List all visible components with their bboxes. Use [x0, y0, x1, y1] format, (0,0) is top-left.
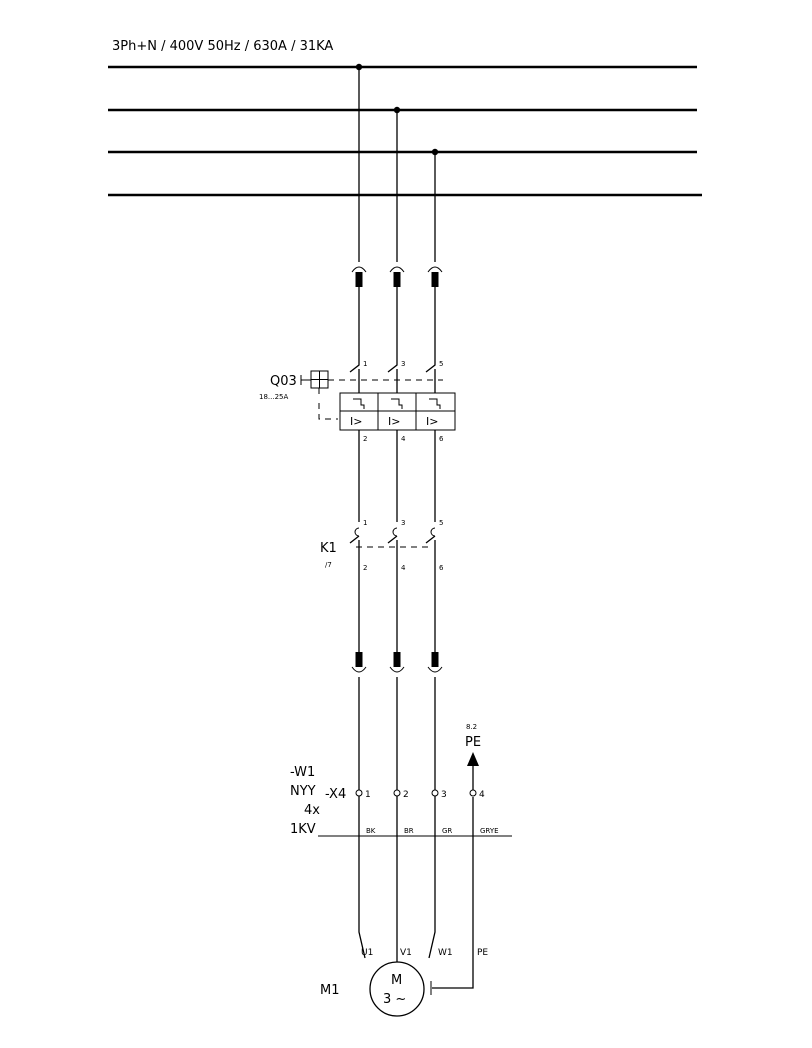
motor-terminal: PE	[477, 948, 488, 958]
pe-reference: 8.2 PE	[432, 723, 481, 989]
terminal-icon	[469, 789, 477, 797]
upper-connectors	[351, 266, 443, 287]
terminal-number: 3	[441, 790, 447, 800]
contactor-terminal-in: 5	[439, 519, 443, 527]
supply-label: 3Ph+N / 400V 50Hz / 630A / 31KA	[112, 39, 333, 54]
plug-icon	[393, 272, 401, 287]
breaker-terminal-in: 3	[401, 360, 405, 368]
manual-operator-icon	[300, 375, 311, 385]
plug-icon	[431, 272, 439, 287]
contactor-tag: K1	[320, 541, 337, 556]
breaker-terminal-out: 4	[401, 435, 406, 443]
cable-voltage: 1KV	[290, 822, 316, 837]
core-color: GRYE	[480, 827, 499, 835]
cable-type: NYY	[290, 784, 316, 799]
motor-terminal: W1	[438, 948, 453, 958]
arrow-up-icon	[467, 752, 479, 766]
cable-w1: -W1 NYY 4x 1KV BK BR GR GRYE	[290, 765, 512, 837]
core-color: BR	[404, 827, 414, 835]
terminal-icon	[431, 789, 439, 797]
contactor-terminal-out: 2	[363, 564, 367, 572]
busbars	[108, 63, 702, 197]
lower-connectors	[351, 652, 443, 673]
cable-cores: 4x	[304, 803, 320, 818]
plug-icon	[393, 652, 401, 667]
contactor-k1: 1 3 5 K1 /7 2 4 6	[320, 519, 444, 572]
motor-icon	[369, 961, 425, 1017]
plug-icon	[355, 272, 363, 287]
core-color: BK	[366, 827, 376, 835]
motor-terminal: V1	[400, 948, 412, 958]
terminal-strip-tag: -X4	[325, 787, 346, 802]
cable-tag: -W1	[290, 765, 315, 780]
motor-terminal: U1	[361, 948, 373, 958]
motor-m1: U1 V1 W1 PE M 3 ~ M1	[320, 948, 488, 1017]
pe-reference-page: 8.2	[466, 723, 477, 731]
contactor-reference: /7	[325, 561, 332, 569]
breaker-terminal-out: 2	[363, 435, 367, 443]
overcurrent-symbol: I>	[388, 415, 400, 428]
overcurrent-symbol: I>	[350, 415, 362, 428]
terminal-icon	[355, 789, 363, 797]
breaker-tag: Q03	[270, 374, 297, 389]
contactor-terminal-out: 6	[439, 564, 444, 572]
breaker-terminal-in: 1	[363, 360, 367, 368]
phase-wires	[349, 67, 436, 963]
terminal-number: 4	[479, 790, 485, 800]
motor-tag: M1	[320, 983, 340, 998]
terminal-strip-x4: -X4 1 2 3 4	[325, 787, 485, 802]
terminal-number: 1	[365, 790, 371, 800]
core-color: GR	[442, 827, 452, 835]
motor-symbol-top: M	[391, 973, 402, 988]
terminal-icon	[393, 789, 401, 797]
pe-reference-label: PE	[465, 735, 481, 750]
plug-icon	[355, 652, 363, 667]
breaker-rating: 18...25A	[259, 393, 288, 401]
contactor-terminal-out: 4	[401, 564, 406, 572]
contactor-terminal-in: 1	[363, 519, 367, 527]
breaker-terminal-in: 5	[439, 360, 443, 368]
terminal-number: 2	[403, 790, 409, 800]
breaker-terminal-out: 6	[439, 435, 444, 443]
plug-icon	[431, 652, 439, 667]
contactor-terminal-in: 3	[401, 519, 405, 527]
breaker-q03: 1 3 5 Q03 18...25A I> I> I> 2 4 6	[259, 360, 456, 443]
overcurrent-symbol: I>	[426, 415, 438, 428]
motor-symbol-bottom: 3 ~	[383, 992, 406, 1007]
